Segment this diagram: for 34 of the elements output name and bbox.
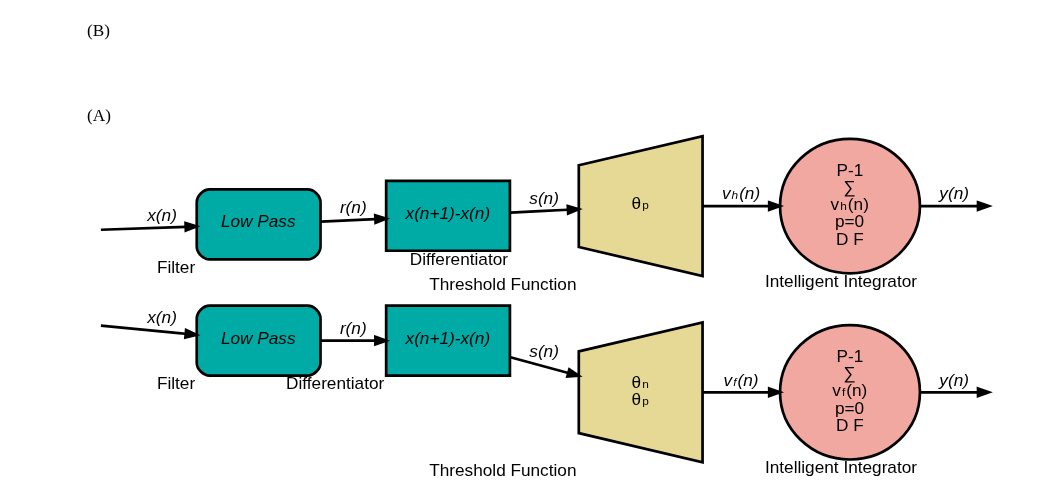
arrow	[702, 200, 785, 212]
node-box: Low Pass	[195, 188, 322, 261]
node-box: x(n+1)-x(n)	[384, 179, 512, 253]
edge-label: y(n)	[939, 183, 969, 204]
node-label: Threshold Function	[429, 273, 577, 294]
arrow	[702, 386, 785, 398]
edge-label: x(n)	[147, 307, 177, 328]
label: (B)	[86, 20, 110, 40]
arrow	[100, 324, 201, 340]
arrow	[510, 355, 583, 379]
edge-label: vf(n)	[723, 369, 759, 390]
node-box: x(n+1)-x(n)	[384, 304, 512, 377]
node-box: θp	[577, 134, 704, 278]
node-label: Filter	[156, 373, 196, 394]
edge-label: vh(n)	[721, 183, 761, 204]
node-box: Low Pass	[195, 304, 322, 377]
arrow	[321, 334, 391, 347]
edge-label: y(n)	[939, 369, 969, 390]
arrow	[510, 204, 583, 216]
node-circle: P-1 ∑ vf(n) p=0 D F	[778, 323, 922, 461]
edge-label: x(n)	[147, 204, 177, 225]
arrow	[320, 213, 391, 225]
node-label: Threshold Function	[429, 460, 577, 481]
edge-label: s(n)	[529, 340, 559, 361]
arrow	[920, 386, 993, 398]
arrow	[100, 221, 201, 233]
node-label: Filter	[156, 257, 196, 278]
node-box: θn θp	[577, 320, 704, 464]
edge-label: r(n)	[339, 317, 367, 338]
edge-label: s(n)	[529, 187, 559, 208]
node-circle: P-1 ∑ vh(n) p=0 D F	[778, 137, 922, 275]
label: (A)	[86, 105, 111, 125]
edge-label: r(n)	[339, 197, 367, 218]
arrow	[920, 200, 993, 212]
